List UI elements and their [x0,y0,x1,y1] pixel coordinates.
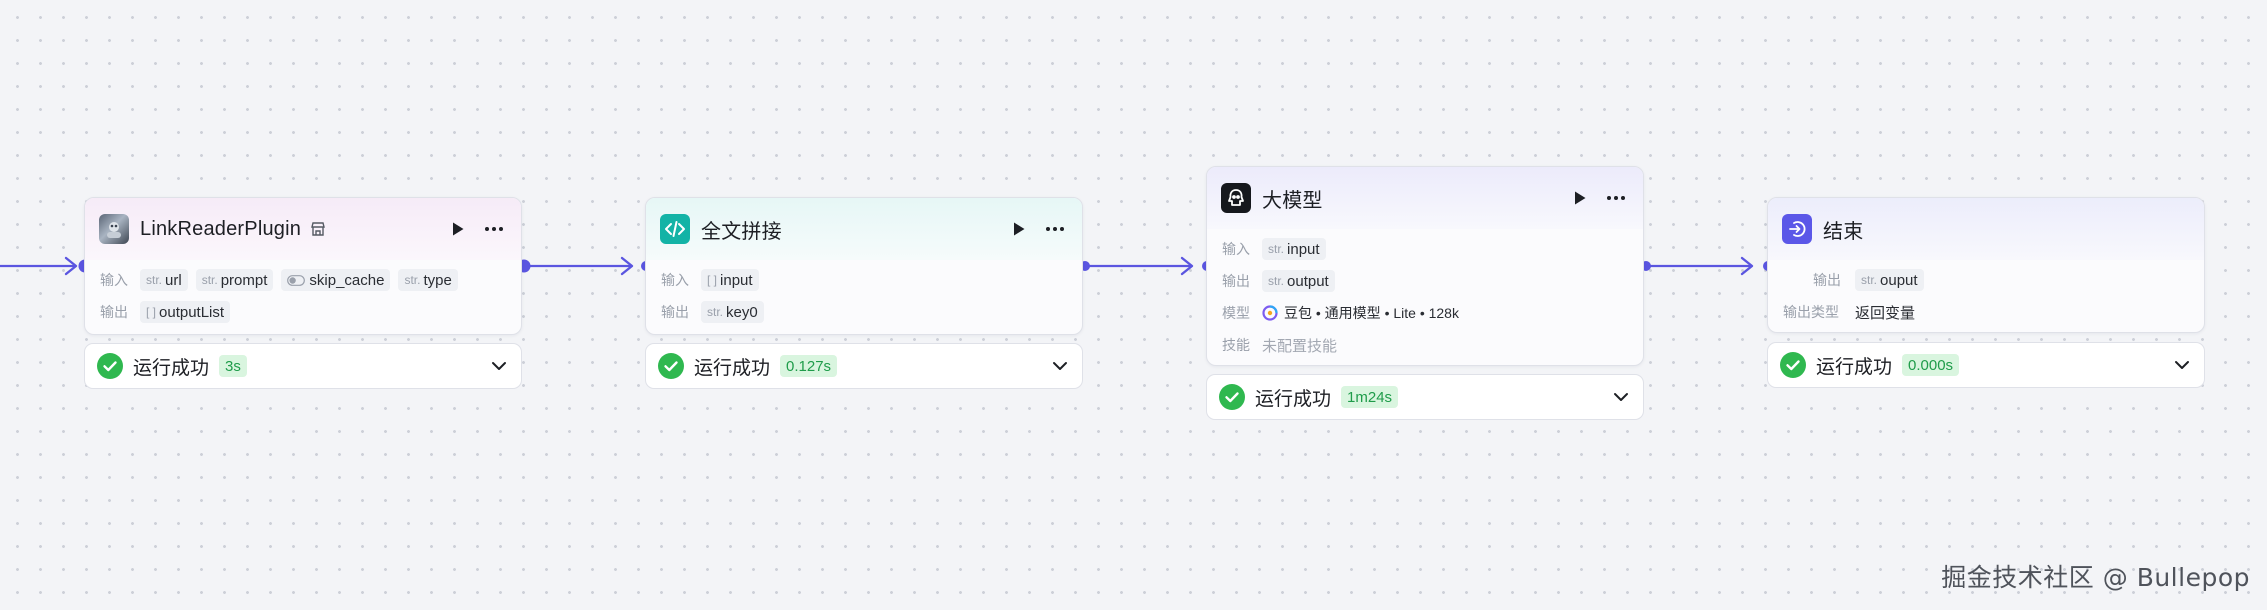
run-status-bar[interactable]: 运行成功 1m24s [1206,374,1644,420]
run-node-button[interactable] [1006,216,1032,242]
input-param: str.url [140,269,188,291]
success-check-icon [97,353,123,379]
output-param: str.ouput [1855,269,1924,291]
node-title: 结束 [1823,220,1864,243]
doubao-model-icon [1262,305,1278,321]
model-label: 模型 [1222,305,1250,321]
output-param: str.key0 [701,301,764,323]
edge-arrow [620,256,634,276]
success-check-icon [1780,352,1806,378]
node-header: 全文拼接 [646,198,1082,260]
toggle-type-icon [287,274,306,286]
plugin-avatar-icon [99,214,129,244]
status-text: 运行成功 [1816,356,1893,378]
outputs-row: 输出 [ ]outputList [85,296,521,328]
node-text-concat[interactable]: 全文拼接 输入 [ ]input 输出 str.key0 [645,197,1083,335]
store-badge-icon [310,221,326,237]
outputs-row: 输出 str.key0 [646,296,1082,328]
outputs-label: 输出 [661,304,689,320]
skills-row: 技能 未配置技能 [1207,329,1643,361]
chevron-down-icon[interactable] [2174,360,2190,370]
input-param: str.type [398,269,458,291]
outputs-label: 输出 [1222,273,1250,289]
chevron-down-icon[interactable] [1052,361,1068,371]
llm-icon [1221,183,1251,213]
status-text: 运行成功 [133,357,210,379]
output-type-label: 输出类型 [1783,304,1839,320]
more-options-icon[interactable] [1042,216,1068,242]
status-text: 运行成功 [694,357,771,379]
node-header: 结束 [1768,198,2204,260]
inputs-label: 输入 [661,272,689,288]
output-type-row: 输出类型 返回变量 [1768,296,2204,328]
run-duration-badge: 1m24s [1341,386,1399,408]
model-name: 豆包 • 通用模型 • Lite • 128k [1284,305,1459,321]
run-duration-badge: 3s [219,355,247,377]
inputs-row: 输入 str.input [1207,233,1643,265]
watermark: 掘金技术社区 @ Bullepop [1941,563,2250,592]
inputs-row: 输入 [ ]input [646,264,1082,296]
run-status-bar[interactable]: 运行成功 3s [84,343,522,389]
node-linkreaderplugin[interactable]: LinkReaderPlugin 输入 str.url str.prompt s… [84,197,522,335]
input-param: skip_cache [281,269,391,291]
node-title: LinkReaderPlugin [140,217,302,240]
run-duration-badge: 0.127s [780,355,838,377]
node-header: LinkReaderPlugin [85,198,521,260]
node-llm[interactable]: 大模型 输入 str.input 输出 str.output 模型 豆包 • 通… [1206,166,1644,366]
success-check-icon [658,353,684,379]
edge-arrow [1740,256,1754,276]
input-param: str.prompt [195,269,274,291]
end-icon [1782,214,1812,244]
success-check-icon [1219,384,1245,410]
outputs-row: 输出 str.output [1207,265,1643,297]
inputs-label: 输入 [1222,241,1250,257]
model-row: 模型 豆包 • 通用模型 • Lite • 128k [1207,297,1643,329]
node-title: 大模型 [1262,189,1323,212]
node-header: 大模型 [1207,167,1643,229]
chevron-down-icon[interactable] [491,361,507,371]
node-end[interactable]: 结束 输出 str.ouput 输出类型 返回变量 [1767,197,2205,333]
run-duration-badge: 0.000s [1902,354,1960,376]
input-param: str.input [1262,238,1326,260]
more-options-icon[interactable] [1603,185,1629,211]
edge-arrow [1180,256,1194,276]
outputs-row: 输出 str.ouput [1768,264,2204,296]
edge-arrow [64,256,78,276]
node-title: 全文拼接 [701,220,782,243]
run-node-button[interactable] [445,216,471,242]
chevron-down-icon[interactable] [1613,392,1629,402]
output-type-value: 返回变量 [1855,304,1916,322]
code-icon [660,214,690,244]
status-text: 运行成功 [1255,388,1332,410]
more-options-icon[interactable] [481,216,507,242]
run-status-bar[interactable]: 运行成功 0.127s [645,343,1083,389]
inputs-row: 输入 str.url str.prompt skip_cache str.typ… [85,264,521,296]
run-node-button[interactable] [1567,185,1593,211]
skills-label: 技能 [1222,337,1250,353]
output-param: str.output [1262,270,1335,292]
outputs-label: 输出 [1813,272,1841,288]
run-status-bar[interactable]: 运行成功 0.000s [1767,342,2205,388]
inputs-label: 输入 [100,272,128,288]
input-param: [ ]input [701,269,759,291]
output-param: [ ]outputList [140,301,231,323]
outputs-label: 输出 [100,304,128,320]
skills-value: 未配置技能 [1262,337,1338,355]
